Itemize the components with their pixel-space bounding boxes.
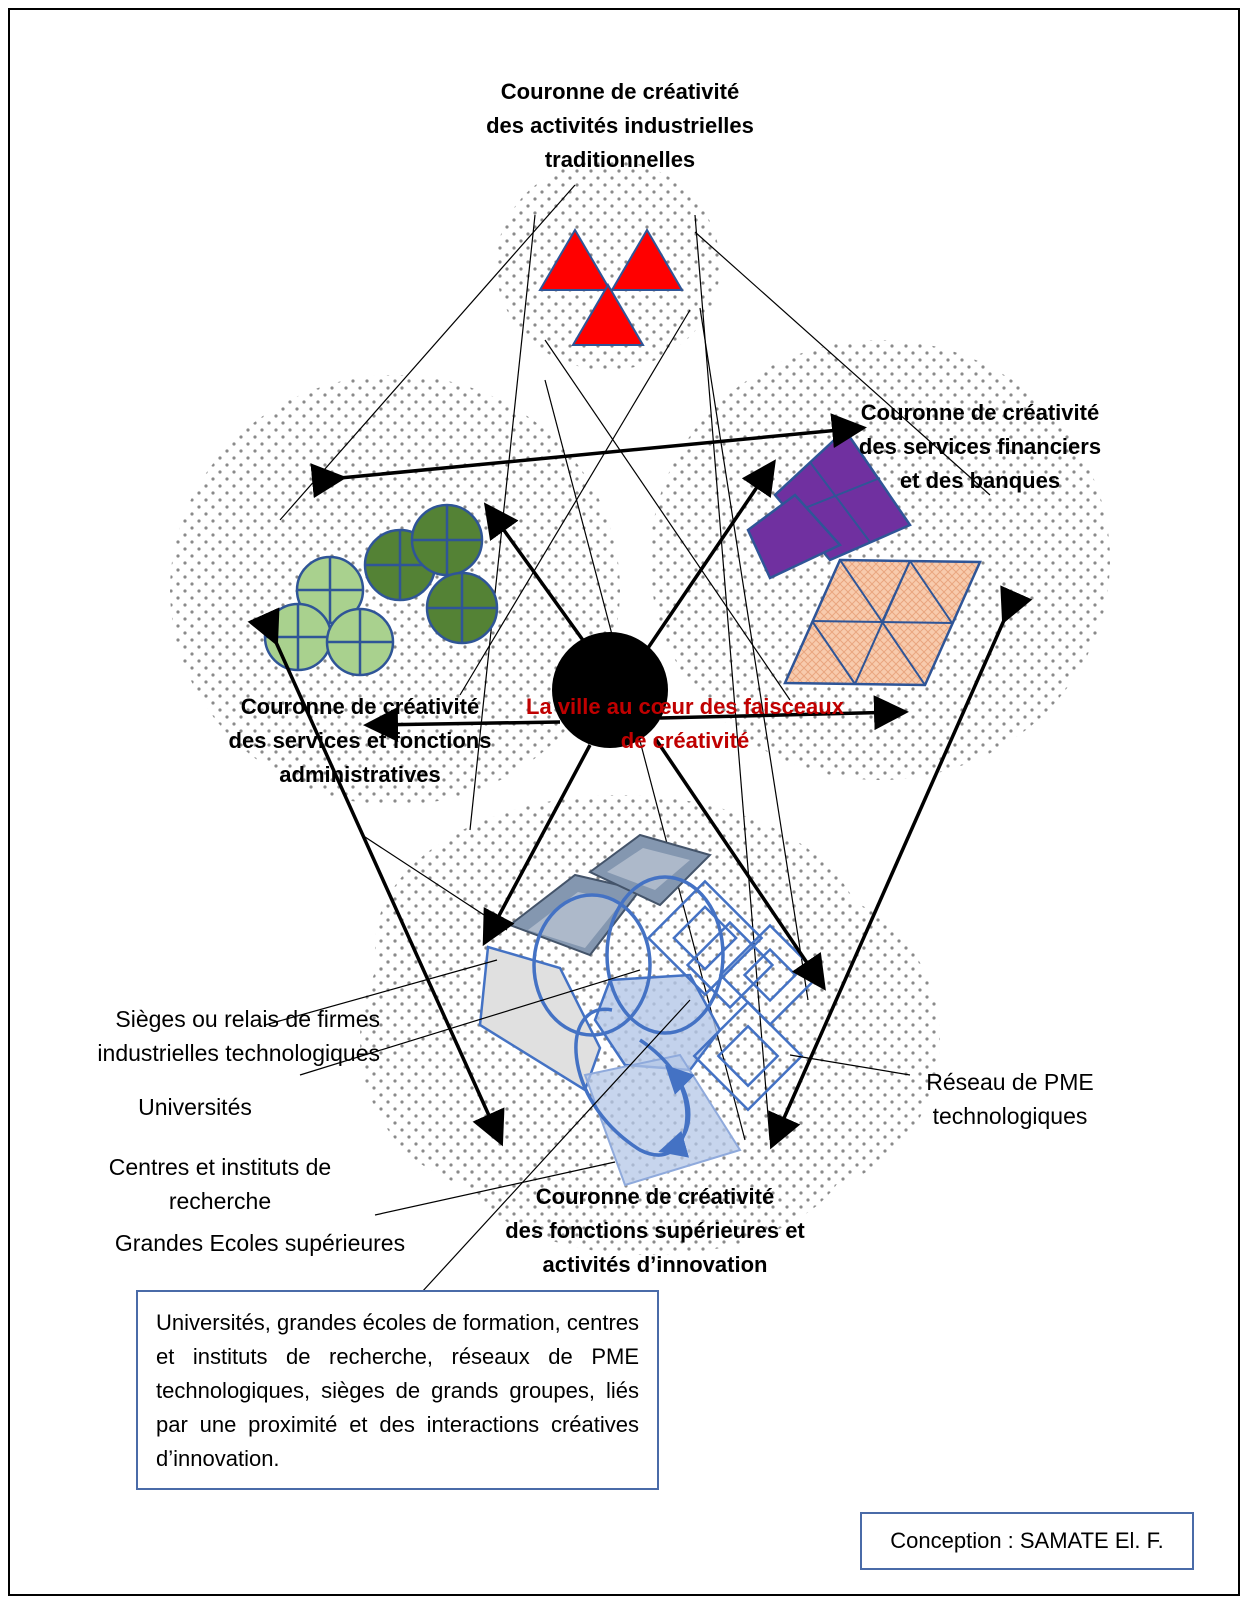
legend-sieges-line1: Sièges ou relais de firmes bbox=[115, 1006, 380, 1032]
crown-financial-line3: et des banques bbox=[899, 468, 1061, 493]
crown-industrial-line1: Couronne de créativité bbox=[500, 79, 740, 104]
crown-administrative-line1: Couronne de créativité bbox=[240, 694, 480, 719]
crown-financial-line2: des services financiers bbox=[858, 434, 1102, 459]
industrial-triangles bbox=[538, 228, 684, 346]
crown-industrial-label: Couronne de créativité des activités ind… bbox=[460, 75, 780, 177]
summary-note-box: Universités, grandes écoles de formation… bbox=[136, 1290, 659, 1490]
credit-box: Conception : SAMATE El. F. bbox=[860, 1512, 1194, 1570]
crown-industrial-line2: des activités industrielles bbox=[486, 113, 754, 138]
figure-frame bbox=[8, 8, 1240, 1596]
city-center-line2: de créativité bbox=[620, 728, 750, 753]
summary-note-text: Universités, grandes écoles de formation… bbox=[156, 1310, 640, 1471]
crown-innovation-line2: des fonctions supérieures et bbox=[505, 1218, 805, 1243]
legend-leader-lines bbox=[264, 834, 911, 1306]
crown-administrative-line2: des services et fonctions bbox=[228, 728, 492, 753]
crown-financial-label: Couronne de créativité des services fina… bbox=[835, 396, 1125, 498]
city-center-line1: La ville au cœur des faisceaux bbox=[526, 694, 844, 719]
city-center-label: La ville au cœur des faisceaux de créati… bbox=[495, 690, 875, 758]
legend-centres-line2: recherche bbox=[168, 1188, 272, 1214]
legend-ecoles: Grandes Ecoles supérieures bbox=[114, 1230, 406, 1256]
credit-text: Conception : SAMATE El. F. bbox=[890, 1528, 1164, 1553]
bold-arrows bbox=[247, 413, 1033, 1150]
innovation-cluster bbox=[478, 833, 822, 1187]
crown-innovation-line3: activités d’innovation bbox=[542, 1252, 768, 1277]
crown-administrative-label: Couronne de créativité des services et f… bbox=[210, 690, 510, 792]
legend-sieges: Sièges ou relais de firmes industrielles… bbox=[40, 1002, 380, 1070]
crown-administrative-line3: administratives bbox=[279, 762, 441, 787]
legend-pme-line2: technologiques bbox=[932, 1103, 1088, 1129]
legend-sieges-line2: industrielles technologiques bbox=[97, 1040, 380, 1066]
crown-financial-line1: Couronne de créativité bbox=[860, 400, 1100, 425]
crown-industrial-area bbox=[496, 160, 720, 370]
legend-centres-line1: Centres et instituts de bbox=[108, 1154, 332, 1180]
crown-innovation-line1: Couronne de créativité bbox=[535, 1184, 775, 1209]
crown-industrial-line3: traditionnelles bbox=[544, 147, 696, 172]
crown-innovation-label: Couronne de créativité des fonctions sup… bbox=[490, 1180, 820, 1282]
legend-centres: Centres et instituts de recherche bbox=[70, 1150, 370, 1218]
legend-pme: Réseau de PME technologiques bbox=[890, 1065, 1130, 1133]
legend-universites: Universités bbox=[138, 1094, 252, 1120]
legend-pme-line1: Réseau de PME bbox=[926, 1069, 1094, 1095]
